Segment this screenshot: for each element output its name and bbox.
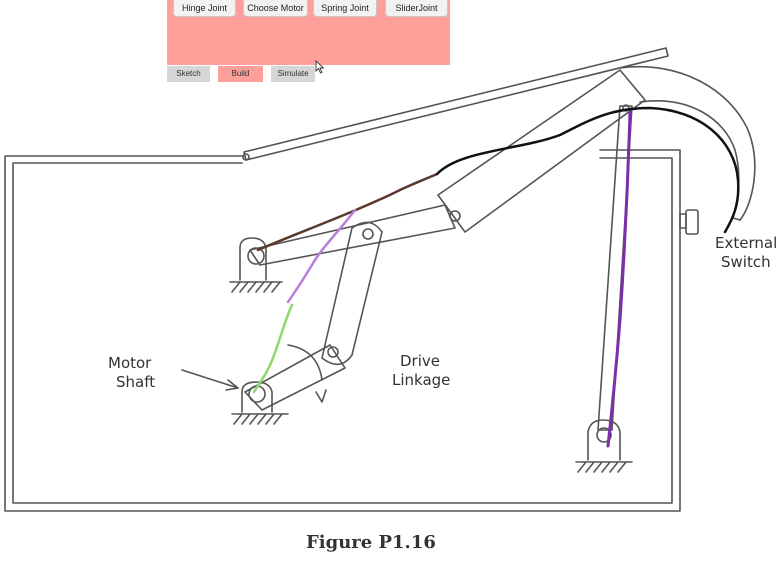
choose-motor-button[interactable]: Choose Motor [243,0,308,17]
tab-sketch[interactable]: Sketch [167,66,210,82]
black-annotation-stroke [435,106,740,234]
brown-annotation-stroke [256,172,439,252]
motor-label-line1: Motor [108,354,152,372]
hinge-joint-button[interactable]: Hinge Joint [173,0,236,17]
tab-simulate[interactable]: Simulate [271,66,315,82]
box-lid [242,47,669,161]
motor-shaft-pivot [231,381,289,425]
figure-caption: Figure P1.16 [306,532,436,553]
coupler-link [249,69,646,266]
mouse-cursor-icon [315,60,325,74]
vertical-lever [597,104,633,431]
motor-label-line2: Shaft [116,373,155,391]
hook-arm [619,66,756,221]
drive-label-line1: Drive [400,352,440,370]
tab-build[interactable]: Build [218,66,263,82]
right-ground-pivot [575,419,633,473]
motor-shaft-arrow [181,369,239,391]
spring-joint-button[interactable]: Spring Joint [313,0,377,17]
purple-annotation-stroke [606,110,632,448]
left-ground-pivot [229,237,283,293]
box-frame [4,149,681,512]
lavender-annotation-stroke [286,208,357,304]
switch-label-line1: External [715,234,777,252]
green-annotation-stroke [252,303,294,394]
switch-label-line2: Switch [721,253,771,271]
joint-toolbar: Hinge Joint Choose Motor Spring Joint Sl… [167,0,450,65]
external-switch-knob [679,209,699,235]
drive-label-line2: Linkage [392,371,450,389]
drive-linkage [244,221,383,411]
slider-joint-button[interactable]: SliderJoint [385,0,448,17]
